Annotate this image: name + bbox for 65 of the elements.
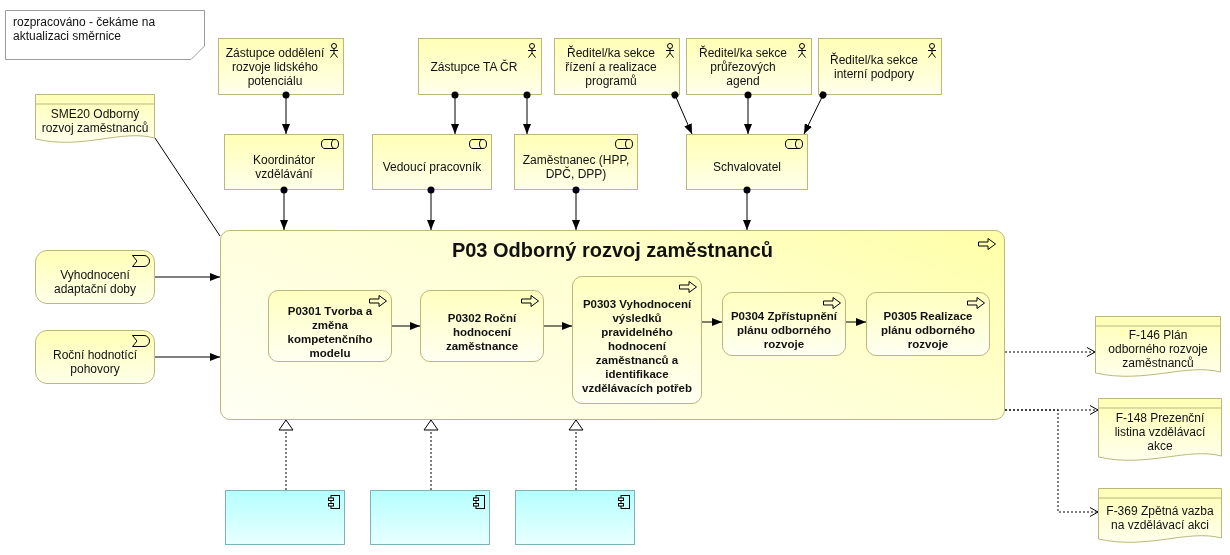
arrow bbox=[845, 318, 867, 326]
actor-box bbox=[818, 38, 942, 95]
note-shape bbox=[5, 10, 205, 60]
role-label: Koordinátor vzdělávání bbox=[251, 153, 316, 181]
connector-line bbox=[154, 137, 221, 237]
arrow bbox=[154, 353, 221, 361]
role-label: Schvalovatel bbox=[712, 160, 781, 174]
application-component-box bbox=[515, 490, 635, 545]
arrow bbox=[701, 318, 723, 326]
arrow bbox=[280, 186, 288, 231]
dotted-arrow bbox=[423, 419, 439, 491]
dotted-arrow bbox=[1004, 347, 1096, 357]
arrow bbox=[744, 91, 752, 135]
document-label: F-148 Prezenční listina vzdělávací akce bbox=[1113, 411, 1207, 453]
application-component-box bbox=[225, 490, 345, 545]
arrow bbox=[671, 91, 693, 135]
actor-label: Ředitel/ka sekce řízení a realizace programů bbox=[564, 45, 658, 88]
arrow bbox=[743, 186, 751, 231]
process-label: P0304 Zpřístupnění plánu odborného rozvoje bbox=[729, 309, 839, 351]
actor-box bbox=[218, 38, 344, 95]
process-box bbox=[572, 276, 702, 404]
process-label: P0302 Roční hodnocení zaměstnance bbox=[444, 311, 520, 353]
dotted-arrow bbox=[1004, 409, 1099, 517]
event-label: Vyhodnocení adaptační doby bbox=[52, 268, 138, 296]
role-box bbox=[372, 134, 492, 190]
arrow bbox=[154, 273, 221, 281]
process-title: P03 Odborný rozvoj zaměstnanců bbox=[451, 238, 774, 263]
process-label: P0301 Tvorba a změna kompetenčního modelu bbox=[286, 304, 374, 360]
actor-label: Zástupce TA ČR bbox=[430, 59, 518, 74]
actor-label: Zástupce oddělení rozvoje lidského potenciálu bbox=[224, 45, 326, 88]
document-label: F-146 Plán odborného rozvoje zaměstnanců bbox=[1107, 328, 1209, 370]
arrow bbox=[451, 91, 459, 135]
process-label: P0305 Realizace plánu odborného rozvoje bbox=[880, 309, 976, 351]
dotted-arrow bbox=[278, 419, 294, 491]
arrow bbox=[543, 322, 573, 330]
role-box bbox=[224, 134, 344, 190]
process-label: P0303 Vyhodnocení výsledků pravidelného hodnocení zaměstnanců a identifikace vzdělávacích potřeb bbox=[581, 297, 693, 395]
arrow bbox=[572, 186, 580, 231]
process-box bbox=[722, 292, 846, 356]
role-label: Vedoucí pracovník bbox=[382, 160, 482, 174]
process-container bbox=[220, 230, 1005, 420]
document-label: F-369 Zpětná vazba na vzdělávací akci bbox=[1105, 504, 1215, 532]
actor-box bbox=[686, 38, 812, 95]
arrow bbox=[282, 91, 290, 135]
application-component-box bbox=[370, 490, 490, 545]
role-box bbox=[514, 134, 638, 190]
dotted-arrow bbox=[568, 419, 584, 491]
actor-label: Ředitel/ka sekce interní podpory bbox=[828, 52, 919, 81]
arrow bbox=[391, 322, 421, 330]
process-box bbox=[866, 292, 990, 356]
process-box bbox=[420, 290, 544, 362]
event-box bbox=[35, 330, 155, 384]
arrow bbox=[803, 91, 827, 135]
note-text: rozpracováno - čekáme na aktualizaci směrnice bbox=[13, 15, 157, 43]
event-box bbox=[35, 250, 155, 304]
document-label: SME20 Odborný rozvoj zaměstnanců bbox=[40, 107, 150, 135]
process-box bbox=[268, 290, 392, 362]
role-label: Zaměstnanec (HPP, DPČ, DPP) bbox=[521, 153, 631, 181]
event-label: Roční hodnotící pohovory bbox=[51, 348, 139, 376]
arrow bbox=[427, 186, 435, 231]
role-box bbox=[686, 134, 808, 190]
arrow bbox=[523, 91, 531, 135]
actor-label: Ředitel/ka sekce průřezových agend bbox=[697, 45, 788, 88]
actor-box bbox=[418, 38, 542, 95]
actor-box bbox=[554, 38, 680, 95]
